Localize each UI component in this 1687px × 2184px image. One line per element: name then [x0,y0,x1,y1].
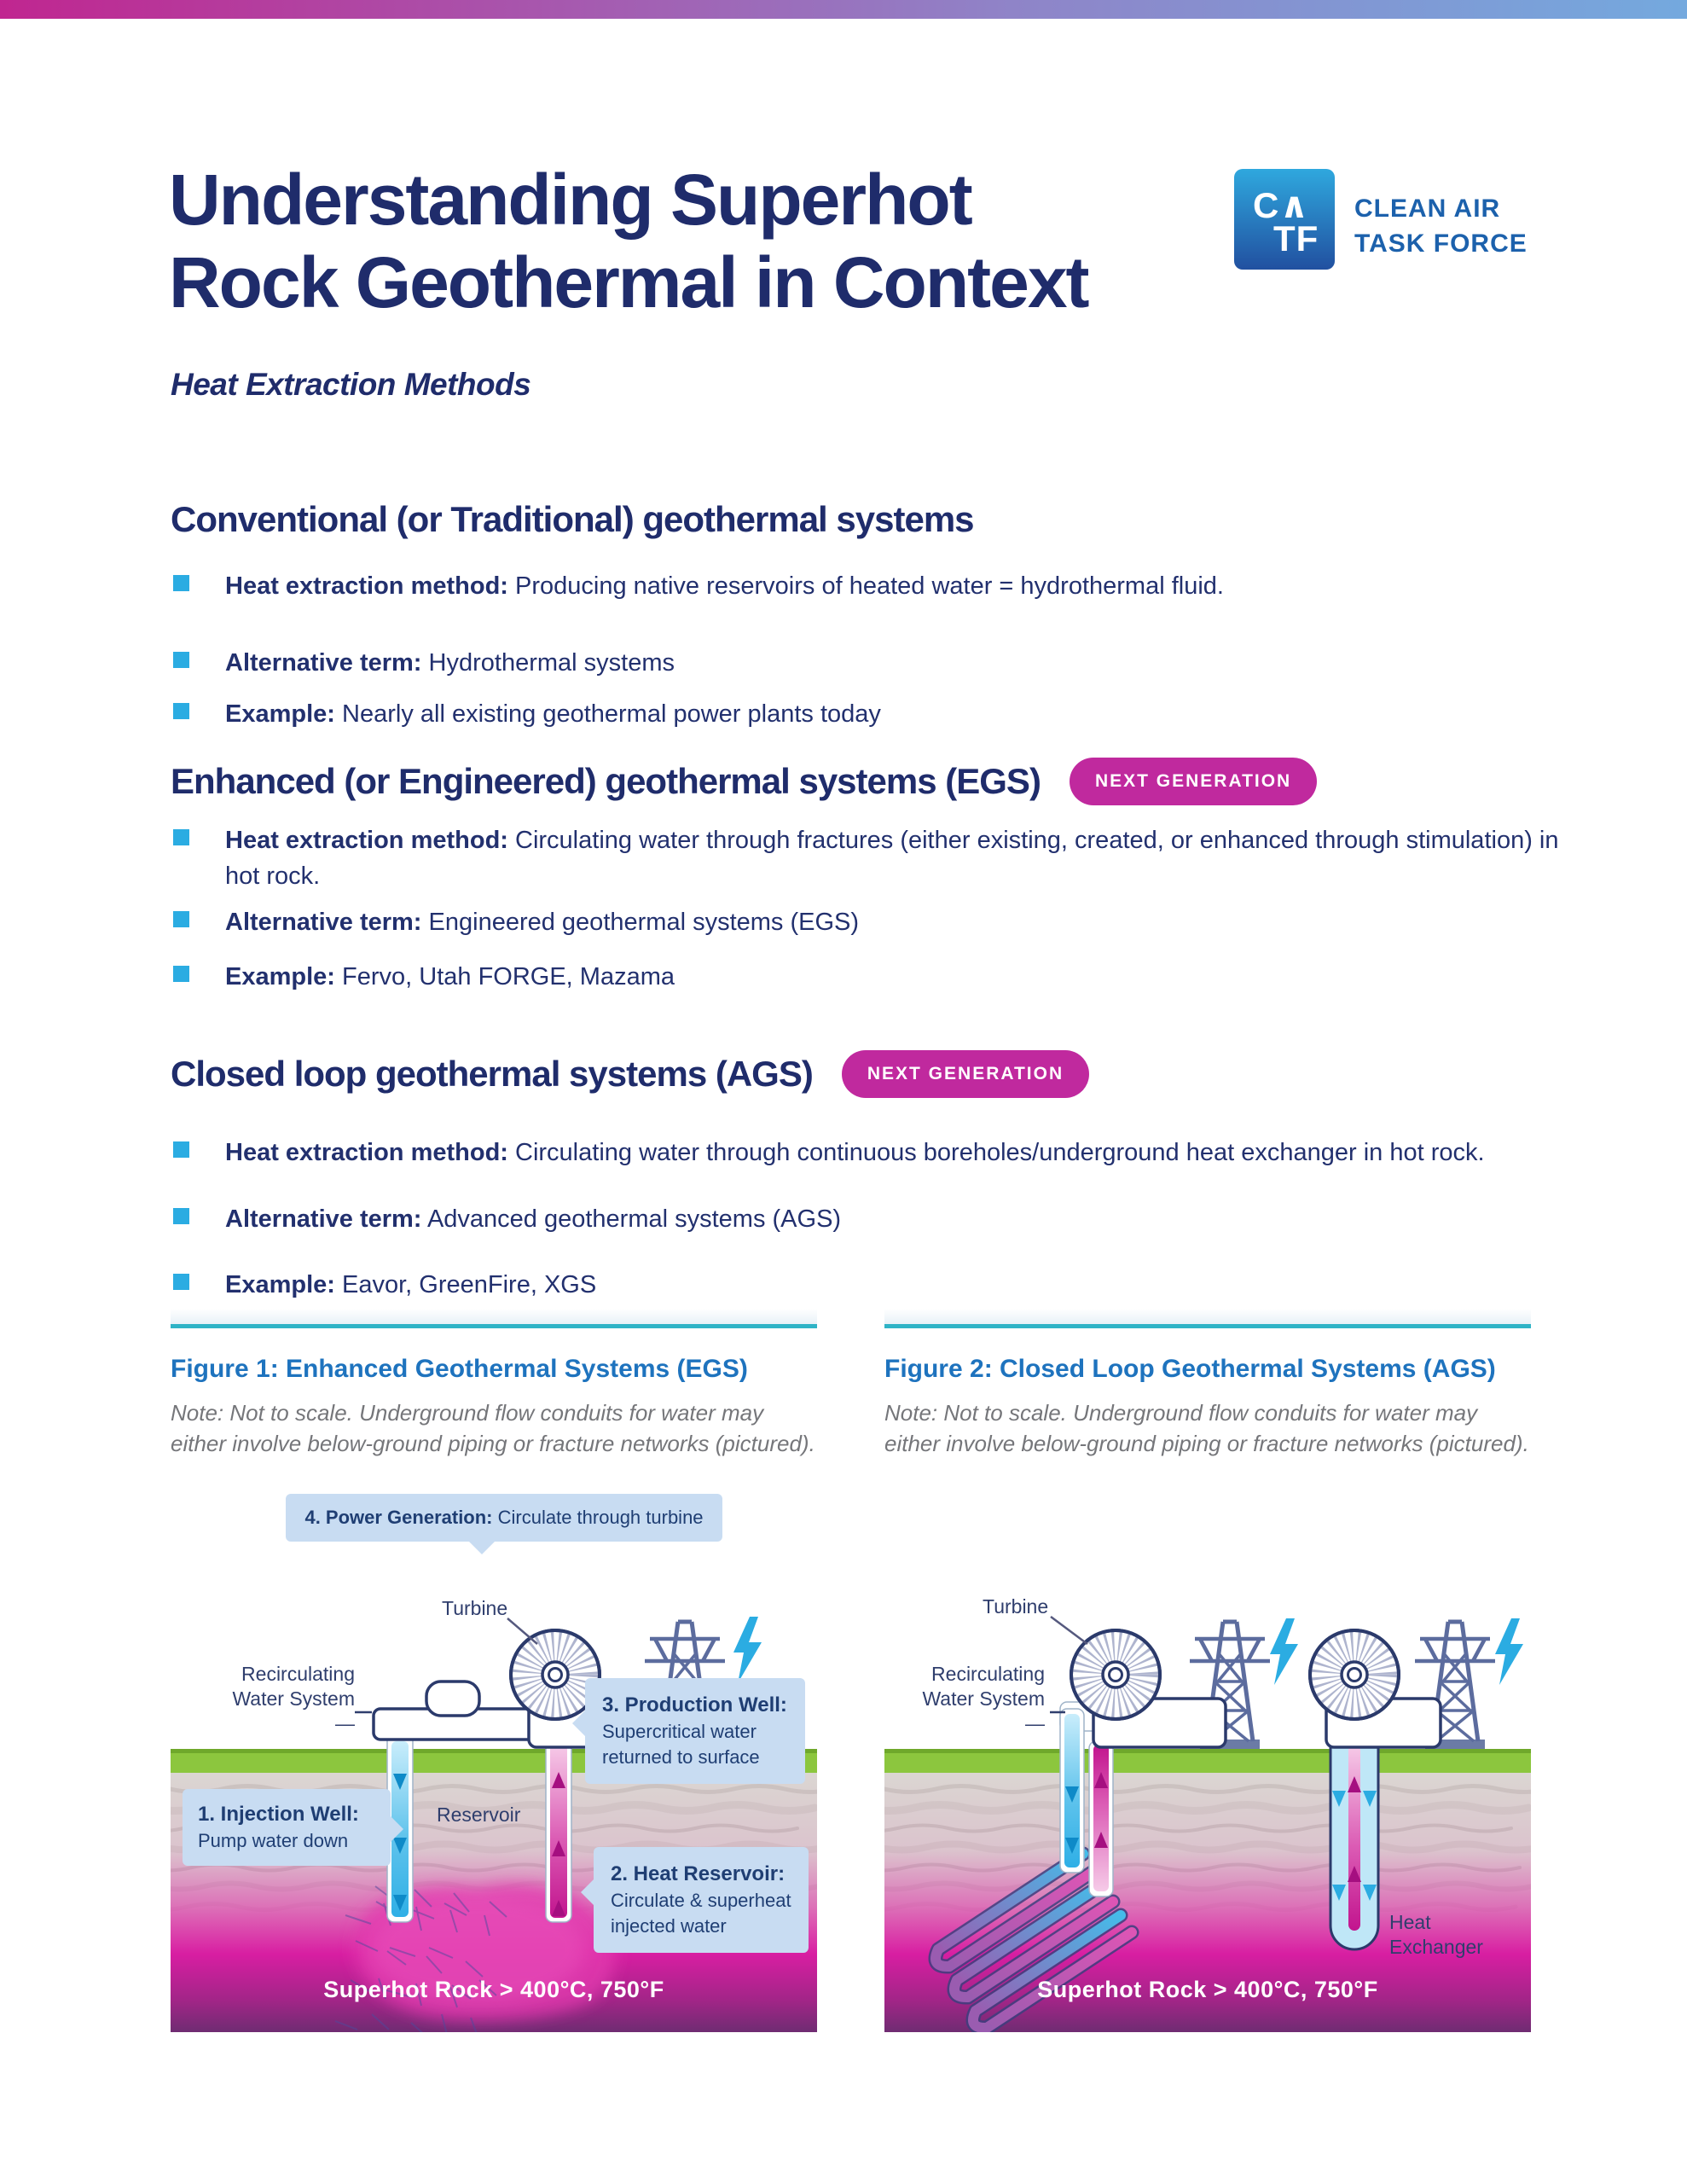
catf-logo-initials-top: C∧ [1253,185,1310,225]
page-title: Understanding Superhot Rock Geothermal i… [169,159,1090,324]
catf-wordmark-line1: CLEAN AIR [1354,195,1501,223]
catf-logo-icon: C∧ TF [1234,169,1335,270]
callout-body: injected water [611,1915,727,1937]
section-heading-text: Closed loop geothermal systems (AGS) [171,1054,814,1094]
figure1-note-line1: Note: Not to scale. Underground flow con… [171,1400,764,1426]
bullet-item: Heat extraction method: Circulating wate… [173,822,1590,894]
catf-logo-wordmark: CLEAN AIR TASK FORCE [1354,191,1528,261]
section-heading-text: Conventional (or Traditional) geothermal… [171,499,975,539]
heat-exchanger-label: Heat Exchanger [1389,1911,1483,1958]
callout-body: returned to surface [602,1746,760,1768]
section-heading-conventional: Conventional (or Traditional) geothermal… [171,499,975,540]
next-generation-badge: NEXT GENERATION [1069,758,1318,805]
bullet-text: Nearly all existing geothermal power pla… [342,700,881,728]
figure2-caption: Figure 2: Closed Loop Geothermal Systems… [884,1355,1496,1383]
lightning-bolt-icon [1270,1618,1298,1685]
figure1-caption: Figure 1: Enhanced Geothermal Systems (E… [171,1355,748,1383]
bullet-item: Example: Eavor, GreenFire, XGS [173,1267,596,1303]
bullet-item: Heat extraction method: Producing native… [173,568,1317,604]
closed-loop-pipes [928,1846,1139,2032]
figure2-note-line1: Note: Not to scale. Underground flow con… [884,1400,1478,1426]
lightning-bolt-icon [733,1617,762,1683]
reservoir-label: Reservoir [437,1804,521,1826]
superhot-rock-label: Superhot Rock > 400°C, 750°F [1037,1977,1378,2002]
figure1-note-line2: either involve below-ground piping or fr… [171,1431,815,1456]
heat-exchanger-well [1329,1740,1380,1951]
bullet-item: Heat extraction method: Circulating wate… [173,1135,1641,1170]
section-heading-egs: Enhanced (or Engineered) geothermal syst… [171,758,1318,805]
bullet-text: Producing native reservoirs of heated wa… [515,572,1224,600]
recirculating-water-system-label: Recirculating Water System — [922,1663,1045,1734]
bullet-text: Circulating water through continuous bor… [515,1139,1485,1166]
turbine-label: Turbine [442,1597,508,1619]
callout-title: 3. Production Well: [602,1693,787,1716]
next-generation-badge: NEXT GENERATION [841,1050,1090,1098]
callout-heat-reservoir: 2. Heat Reservoir: Circulate & superheat… [581,1847,809,1953]
callout-title: 2. Heat Reservoir: [611,1862,786,1885]
production-well-pipe [545,1740,572,1923]
figure1-note: Note: Not to scale. Underground flow con… [171,1397,815,1459]
catf-wordmark-line2: TASK FORCE [1354,229,1528,258]
bullet-item: Example: Nearly all existing geothermal … [173,696,881,732]
callout-power-generation: 4. Power Generation: Circulate through t… [286,1494,722,1554]
bullet-text: Hydrothermal systems [428,649,675,677]
callout-body: Pump water down [198,1830,349,1851]
figure1-egs-diagram: 4. Power Generation: Circulate through t… [171,1489,817,2032]
page-title-line2: Rock Geothermal in Context [169,242,1090,322]
bullet-label: Alternative term: [225,649,422,677]
top-gradient-bar [0,0,1687,19]
bullet-label: Example: [225,700,335,728]
bullet-label: Heat extraction method: [225,1139,508,1166]
turbine-leader-line [507,1618,538,1645]
bullet-text: Fervo, Utah FORGE, Mazama [342,963,675,990]
figure1-divider [171,1324,817,1328]
callout-title: 1. Injection Well: [198,1803,359,1826]
callout-title: 4. Power Generation: [304,1507,493,1528]
superhot-rock-label: Superhot Rock > 400°C, 750°F [323,1977,664,2002]
turbine-label: Turbine [983,1595,1049,1618]
figure2-note: Note: Not to scale. Underground flow con… [884,1397,1529,1459]
callout-injection-well: 1. Injection Well: Pump water down [183,1789,403,1866]
bullet-label: Alternative term: [225,1205,422,1233]
figure2-divider [884,1324,1531,1328]
page-title-line1: Understanding Superhot [169,160,973,240]
turbine-icon [1310,1630,1399,1719]
bullet-label: Alternative term: [225,909,422,936]
bullet-label: Example: [225,963,335,990]
bullet-label: Example: [225,1271,335,1298]
figure2-ags-diagram: Turbine Recirculating Water System — Hea… [884,1489,1531,2032]
bullet-item: Alternative term: Advanced geothermal sy… [173,1201,841,1237]
bullet-label: Heat extraction method: [225,572,508,600]
bullet-text: Circulating water through fractures (eit… [225,827,1559,890]
bullet-text: Advanced geothermal systems (AGS) [426,1205,842,1233]
turbine-leader-line [1050,1615,1088,1646]
bullet-item: Alternative term: Hydrothermal systems [173,645,675,681]
divider-glow [171,1309,817,1324]
bullet-text: Eavor, GreenFire, XGS [342,1271,597,1298]
bullet-item: Alternative term: Engineered geothermal … [173,904,859,940]
lightning-bolt-icon [1495,1618,1523,1685]
section-heading-ags: Closed loop geothermal systems (AGS) NEXT… [171,1050,1090,1098]
recirculating-water-system-label: Recirculating Water System — [232,1663,355,1734]
egs-scene [171,1489,817,2032]
callout-production-well: 3. Production Well: Supercritical water … [572,1678,805,1784]
bullet-item: Example: Fervo, Utah FORGE, Mazama [173,959,675,995]
turbine-icon [1071,1630,1160,1719]
callout-body: Circulate & superheat [611,1890,791,1911]
bullet-text: Engineered geothermal systems (EGS) [428,909,860,936]
figure2-note-line2: either involve below-ground piping or fr… [884,1431,1529,1456]
callout-body: Circulate through turbine [492,1507,704,1528]
page-subtitle: Heat Extraction Methods [171,367,531,402]
ags-scene [884,1615,1531,2032]
catf-logo-initials-bottom: TF [1273,218,1319,258]
callout-body: Supercritical water [602,1721,757,1742]
divider-glow [884,1309,1531,1324]
bullet-label: Heat extraction method: [225,827,508,854]
section-heading-text: Enhanced (or Engineered) geothermal syst… [171,761,1041,801]
